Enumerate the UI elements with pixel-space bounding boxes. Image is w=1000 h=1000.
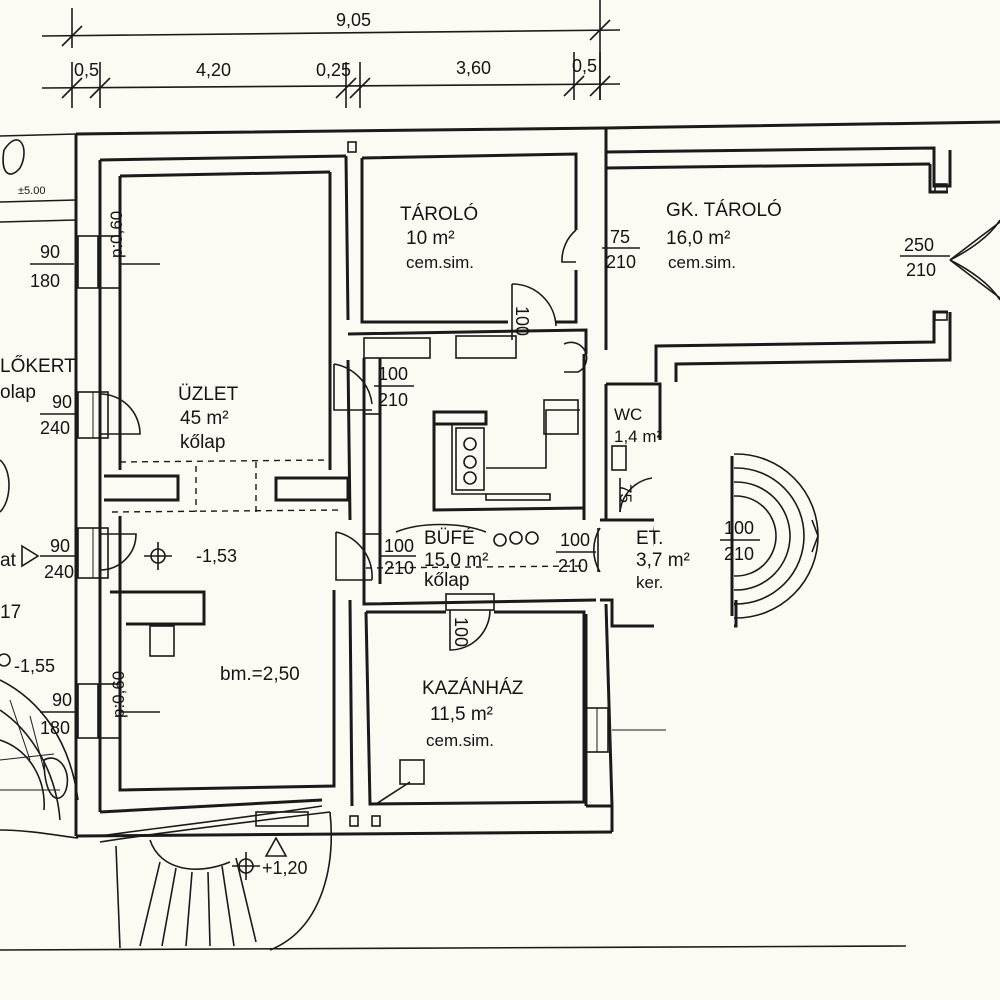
door-et-height: 210 [724,544,754,564]
level-entrance: +1,20 [262,858,308,878]
parapet-2: p:0,60 [109,671,128,718]
room-name-kazanhaz: KAZÁNHÁZ [422,678,524,699]
level-labels: -1,53 -1,55 +1,20 bm.=2,50 p:0,60 p:0,60… [0,185,308,878]
room-name-uzlet: ÜZLET [178,384,239,405]
door-bufe-right-width: 100 [560,530,590,550]
window-3-height: 240 [44,562,74,582]
room-area-bufe: 15,0 m² [424,550,488,571]
window-4-height: 180 [40,718,70,738]
room-floor-gk-tarolo: cem.sim. [668,253,736,272]
buffet-walls [333,328,601,651]
room-floor-elokert: olap [0,382,36,403]
room-floor-tarolo: cem.sim. [406,253,474,272]
dimension-chain: 9,05 0,5 4,20 0,25 3,60 0,5 [41,0,621,108]
door-tarolo-width: 75 [610,227,630,247]
room-name-elokert: LŐKERT [0,355,76,377]
ceiling-height: bm.=2,50 [220,664,300,685]
room-name-gk-tarolo: GK. TÁROLÓ [666,199,782,221]
outer-walls [74,120,1000,838]
window-2-width: 90 [52,392,72,412]
room-area-wc: 1,4 m² [614,427,663,446]
room-floor-bufe: kőlap [424,570,469,591]
room-floor-et: ker. [636,573,663,592]
door-bufe-kazan-width: 100 [451,617,471,647]
room-name-wc: WC [614,405,642,424]
door-garage-height: 210 [906,260,936,280]
storage-room-walls [360,152,578,340]
door-bufe-left-height: 210 [384,558,414,578]
window-4-width: 90 [52,690,72,710]
room-area-tarolo: 10 m² [406,228,455,249]
level-left: -1,55 [14,656,55,676]
shop-walls [99,154,354,807]
dimension-seg-4: 3,60 [456,58,491,78]
room-area-gk-tarolo: 16,0 m² [666,228,730,249]
door-bufe-top-height: 210 [378,390,408,410]
room-area-et: 3,7 m² [636,550,690,571]
dimension-seg-2: 4,20 [196,60,231,80]
dimension-seg-3: 0,25 [316,60,351,80]
small-mark: ±5.00 [18,185,45,197]
door-bufe-inner-width: 100 [512,306,532,336]
dimension-seg-1: 0,5 [74,60,99,80]
window-3-width: 90 [50,536,70,556]
room-area-uzlet: 45 m² [180,408,229,429]
window-1-height: 180 [30,271,60,291]
room-floor-kazanhaz: cem.sim. [426,731,494,750]
shop-windows [77,235,160,739]
door-tarolo-height: 210 [606,252,636,272]
entrance-stairs [0,805,907,951]
room-name-et: ET. [636,528,663,549]
parapet-1: p:0,60 [107,211,126,258]
door-bufe-right-height: 210 [558,556,588,576]
left-number: 17 [0,602,21,623]
opening-labels: 90 180 90 240 90 240 90 180 75 210 250 2… [30,227,950,738]
dimension-total: 9,05 [336,10,371,30]
level-markers [0,542,288,880]
door-wc-width: 75 [616,484,635,503]
door-bufe-top-width: 100 [378,364,408,384]
left-exterior [0,133,79,839]
window-1-width: 90 [40,242,60,262]
door-et-width: 100 [724,518,754,538]
level-shop: -1,53 [196,546,237,566]
door-garage-width: 250 [904,235,934,255]
window-2-height: 240 [40,418,70,438]
room-name-tarolo: TÁROLÓ [400,203,478,225]
garage-walls [605,146,1000,382]
dimension-seg-5: 0,5 [572,56,597,76]
room-name-bufe: BÜFÉ [424,528,475,549]
left-at-label: at [0,550,17,571]
room-floor-uzlet: kőlap [180,432,225,453]
boiler-room-walls [347,141,666,827]
door-bufe-left-width: 100 [384,536,414,556]
room-area-kazanhaz: 11,5 m² [430,704,493,725]
room-labels: TÁROLÓ 10 m² cem.sim. GK. TÁROLÓ 16,0 m²… [0,199,782,750]
